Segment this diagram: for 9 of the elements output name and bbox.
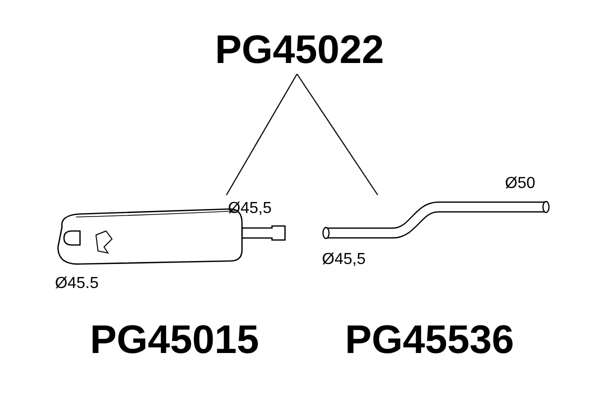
diameter-label: Ø45,5 [228, 200, 272, 218]
part-number: PG45536 [345, 318, 514, 362]
diameter-label: Ø50 [505, 175, 536, 193]
diameter-label: Ø45.5 [55, 275, 99, 293]
part-number: PG45022 [215, 28, 384, 72]
leader-line [296, 74, 378, 196]
leader-line [226, 74, 298, 196]
diameter-label: Ø45,5 [322, 251, 366, 269]
part-number: PG45015 [90, 318, 260, 362]
